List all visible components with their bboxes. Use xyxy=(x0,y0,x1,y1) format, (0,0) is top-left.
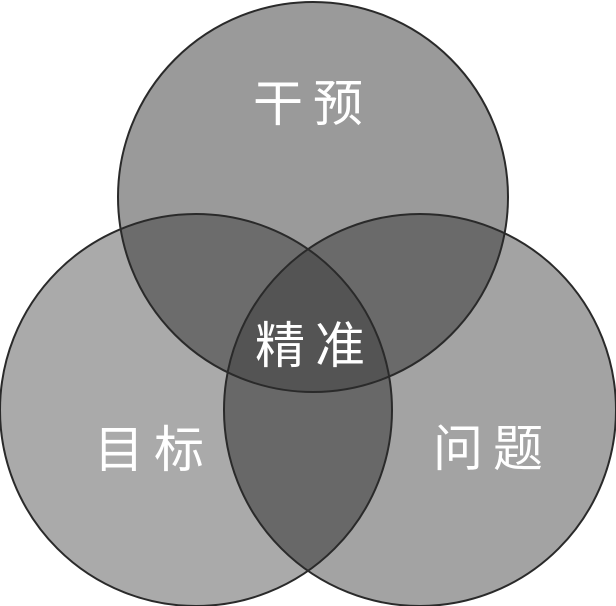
left-circle-label: 目标 xyxy=(94,421,214,479)
right-circle-outline xyxy=(223,213,616,606)
right-circle-label: 问题 xyxy=(433,420,553,478)
center-overlap-label: 精准 xyxy=(255,317,375,375)
left-circle-outline xyxy=(0,213,393,606)
center-overlap-region xyxy=(224,214,392,392)
top-circle-outline xyxy=(117,1,509,393)
top-circle-label: 干预 xyxy=(253,75,373,133)
